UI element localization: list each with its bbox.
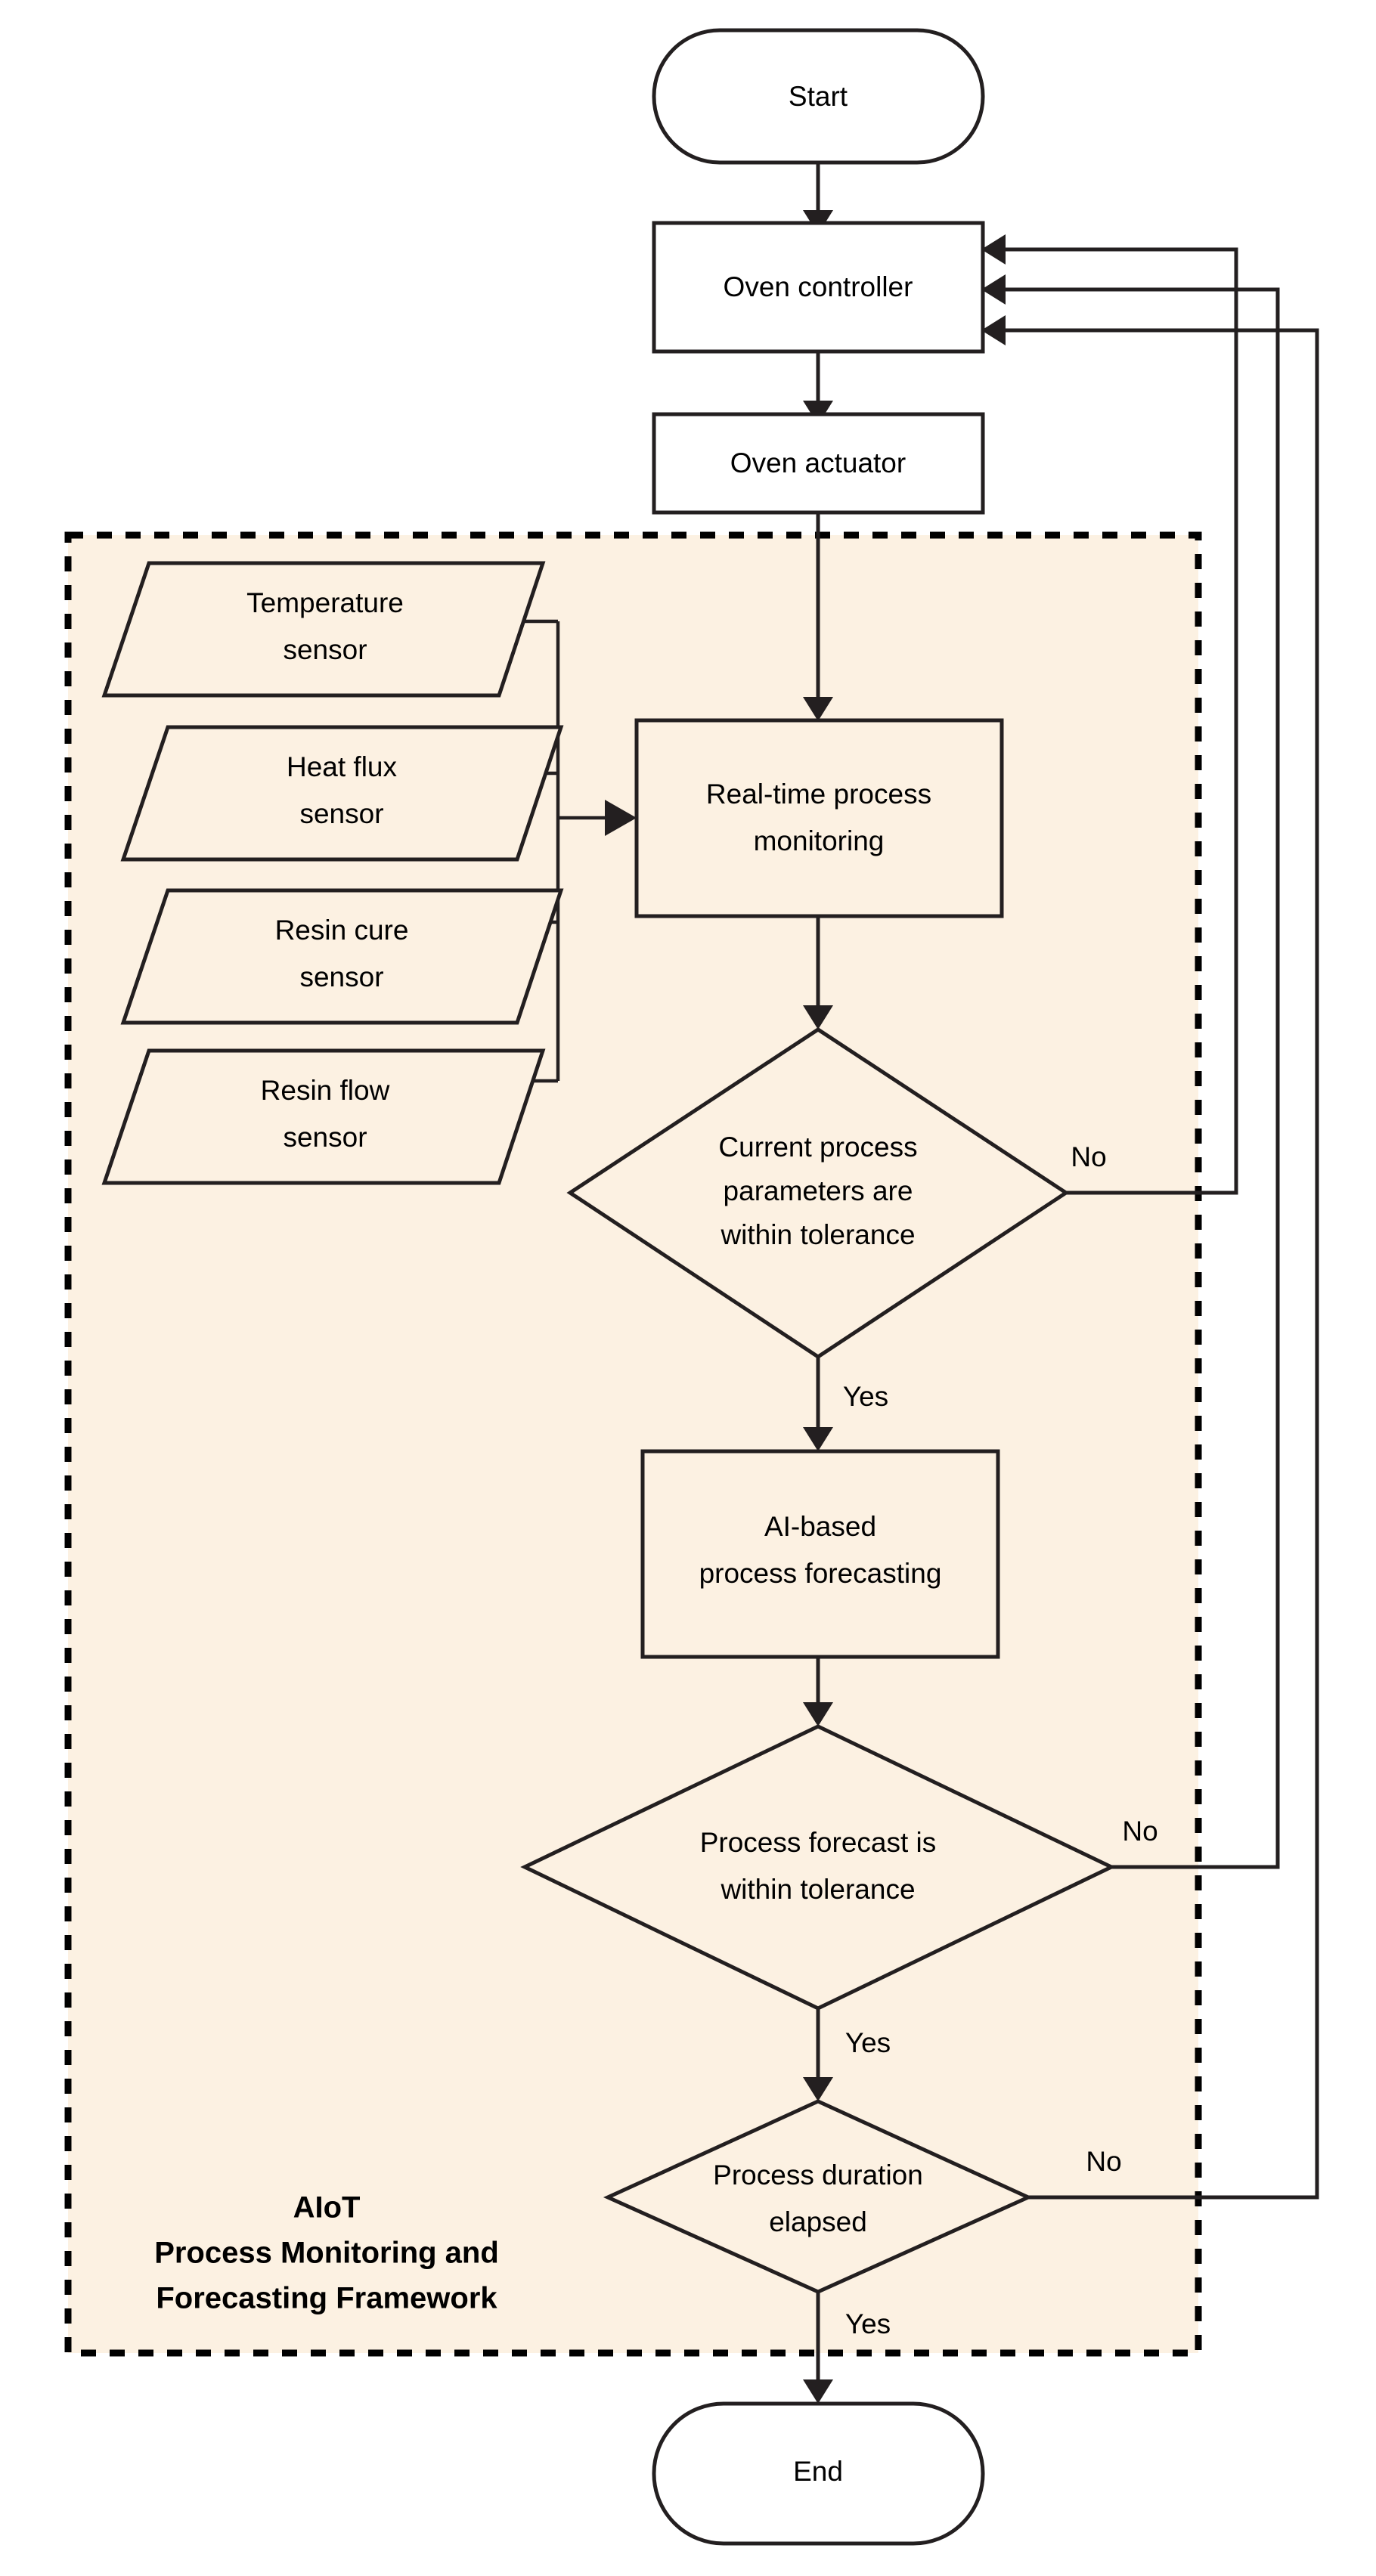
realtime-monitoring-label-line2: monitoring [754, 825, 885, 856]
node-ai-forecasting[interactable]: AI-based process forecasting [640, 1449, 1000, 1659]
arrowhead-forecast-yes-to-duration [803, 2077, 833, 2101]
temperature-sensor-label-line2: sensor [283, 634, 367, 665]
arrowhead-duration-yes-to-end [803, 2379, 833, 2404]
ai-forecasting-shape [640, 1449, 1000, 1659]
heat-flux-sensor-label-line1: Heat flux [287, 751, 398, 782]
decision-duration-shape [603, 2099, 1034, 2294]
framework-caption-line2: Process Monitoring and [154, 2237, 499, 2270]
decision-forecast-label-line1: Process forecast is [700, 1827, 937, 1858]
arrowhead-params-yes-to-ai [803, 1427, 833, 1451]
temperature-sensor-shape [101, 561, 546, 698]
oven-actuator-label: Oven actuator [730, 447, 906, 478]
edge-label-duration-yes: Yes [845, 2308, 891, 2339]
start-shape [652, 28, 985, 165]
end-shape [652, 2401, 985, 2546]
oven-actuator-shape [652, 412, 985, 515]
ai-forecasting-label-line1: AI-based [764, 1511, 876, 1542]
framework-caption: AIoT Process Monitoring and Forecasting … [154, 2191, 499, 2315]
decision-forecast-label-line2: within tolerance [720, 1874, 915, 1905]
arrowhead-params-no-feedback [981, 234, 1006, 265]
decision-params-label-line1: Current process [718, 1132, 917, 1163]
oven-controller-shape [652, 221, 985, 354]
framework-caption-line1: AIoT [293, 2191, 361, 2225]
oven-controller-label: Oven controller [724, 271, 913, 302]
resin-cure-sensor-label-line2: sensor [299, 961, 383, 992]
node-sensor-heat-flux[interactable]: Heat flux sensor [120, 725, 564, 862]
node-sensor-temperature[interactable]: Temperature sensor [101, 561, 546, 698]
ai-forecasting-label-line2: process forecasting [699, 1558, 942, 1589]
node-oven-actuator[interactable]: Oven actuator [652, 412, 985, 515]
resin-cure-sensor-shape [120, 888, 564, 1025]
decision-duration-label-line1: Process duration [713, 2160, 923, 2191]
node-realtime-monitoring[interactable]: Real-time process monitoring [634, 718, 1004, 918]
node-sensor-resin-cure[interactable]: Resin cure sensor [120, 888, 564, 1025]
connector-params-no-feedback [1006, 247, 1238, 1195]
edge-label-params-yes: Yes [843, 1381, 888, 1412]
node-sensor-resin-flow[interactable]: Resin flow sensor [101, 1048, 546, 1185]
resin-flow-sensor-label-line2: sensor [283, 1122, 367, 1153]
decision-forecast-shape [520, 1724, 1116, 2011]
decision-params-shape [566, 1027, 1070, 1359]
realtime-monitoring-shape [634, 718, 1004, 918]
arrowhead-actuator-to-monitoring [803, 697, 833, 721]
heat-flux-sensor-shape [120, 725, 564, 862]
node-decision-duration[interactable]: Process duration elapsed [603, 2099, 1034, 2294]
resin-flow-sensor-shape [101, 1048, 546, 1185]
decision-duration-label-line2: elapsed [769, 2206, 867, 2237]
connector-duration-no-feedback [1006, 328, 1319, 2200]
node-decision-params[interactable]: Current process parameters are within to… [566, 1027, 1070, 1359]
node-start[interactable]: Start [652, 28, 985, 165]
arrowhead-duration-no-feedback [981, 315, 1006, 345]
resin-cure-sensor-label-line1: Resin cure [275, 915, 409, 946]
heat-flux-sensor-label-line2: sensor [299, 798, 383, 829]
edge-label-forecast-yes: Yes [845, 2027, 891, 2058]
decision-params-label-line2: parameters are [724, 1175, 913, 1206]
edge-label-params-no: No [1071, 1141, 1106, 1172]
resin-flow-sensor-label-line1: Resin flow [261, 1075, 390, 1106]
node-oven-controller[interactable]: Oven controller [652, 221, 985, 354]
node-decision-forecast[interactable]: Process forecast is within tolerance [520, 1724, 1116, 2011]
node-end[interactable]: End [652, 2401, 985, 2546]
arrowhead-monitoring-to-decision-params [803, 1005, 833, 1029]
arrowhead-forecast-no-feedback [981, 274, 1006, 305]
arrowhead-bus-to-monitoring [605, 800, 637, 836]
temperature-sensor-label-line1: Temperature [246, 587, 404, 618]
realtime-monitoring-label-line1: Real-time process [706, 779, 931, 810]
arrowhead-ai-to-decision-forecast [803, 1702, 833, 1726]
edge-label-duration-no: No [1086, 2146, 1121, 2177]
framework-caption-line3: Forecasting Framework [156, 2282, 497, 2315]
end-label: End [793, 2456, 843, 2487]
start-label: Start [789, 81, 848, 112]
connector-forecast-no-feedback [1006, 287, 1280, 1869]
decision-params-label-line3: within tolerance [720, 1219, 915, 1250]
edge-label-forecast-no: No [1122, 1816, 1158, 1847]
